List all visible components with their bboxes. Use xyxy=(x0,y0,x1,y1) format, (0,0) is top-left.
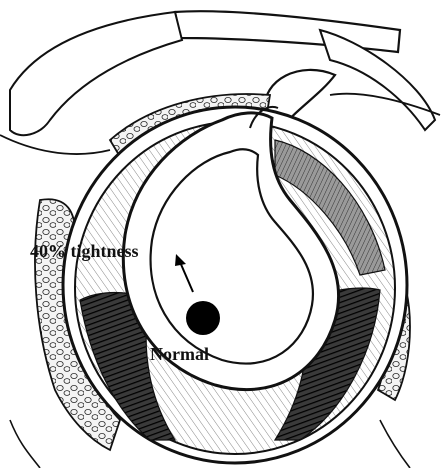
label-tightness: 40% tightness xyxy=(30,241,139,261)
humeral-head-center-dot xyxy=(186,301,220,335)
label-normal: Normal xyxy=(150,344,209,364)
